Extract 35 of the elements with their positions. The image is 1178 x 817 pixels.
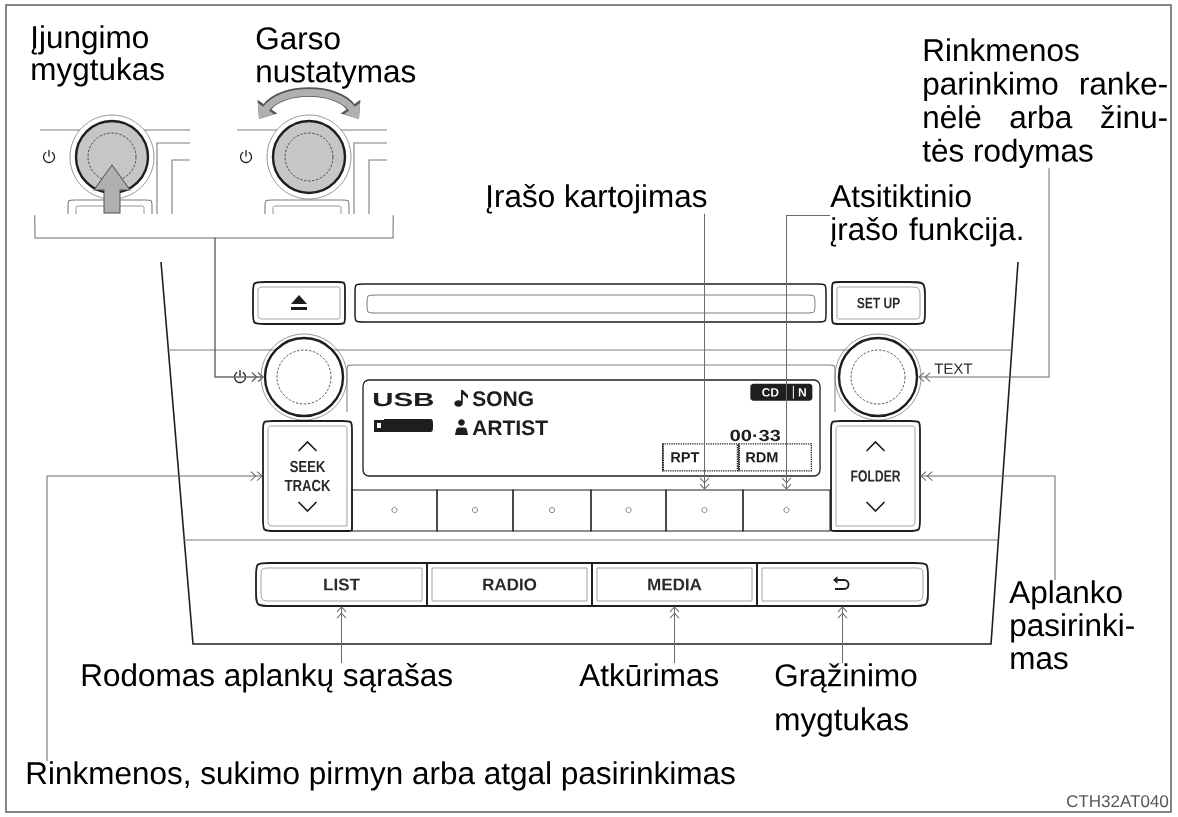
callout-label: Garso nustatymas xyxy=(256,27,416,89)
callout-label: Rodomas aplankų sąrašas xyxy=(82,663,452,693)
indicator-box: RDM xyxy=(738,442,812,472)
leader-line xyxy=(336,606,347,664)
callout-label: Įjungimo mygtukas xyxy=(31,25,164,87)
knob-label: TEXT xyxy=(934,363,973,374)
button: RADIO xyxy=(426,562,593,607)
time-readout: 00·33 xyxy=(730,429,781,442)
callout-label: Įrašo kartojimas xyxy=(486,184,707,214)
figure-code: CTH32AT040 xyxy=(1067,795,1169,808)
mode-badge: CD N xyxy=(750,383,813,401)
button: MEDIA xyxy=(591,562,758,607)
callout-label: Atkūrimas xyxy=(579,663,719,687)
callout-label: Rinkmenos parinkimo ranke- nėlė arba žinu- tės rodymas xyxy=(922,38,1167,169)
leader-line xyxy=(699,213,710,490)
leader-line xyxy=(214,214,394,382)
display-text: SONG xyxy=(472,391,533,407)
rocker-button: SEEK TRACK xyxy=(262,420,353,532)
knob xyxy=(260,333,348,421)
indicator-box: RPT xyxy=(662,442,738,472)
callout-label: Atsitiktinio įrašo funkcija. xyxy=(830,184,1022,247)
leader-line xyxy=(918,167,1050,382)
button: SET UP xyxy=(831,281,926,325)
leader-line xyxy=(781,214,831,490)
callout-label: Rinkmenos, sukimo pirmyn arba atgal pasirinkimas xyxy=(27,761,735,791)
rocker-button: FOLDER xyxy=(830,420,921,532)
leader-line xyxy=(920,471,1056,581)
display-text: USB xyxy=(374,392,434,407)
callout-label: Aplanko pasirinki- mas xyxy=(1009,580,1134,670)
button: LIST xyxy=(255,562,428,607)
leader-line xyxy=(837,606,848,664)
display-text: ARTIST xyxy=(472,420,548,436)
leader-line xyxy=(669,606,680,664)
leader-line xyxy=(46,471,263,762)
callout-label: Grąžinimo mygtukas xyxy=(775,663,917,737)
